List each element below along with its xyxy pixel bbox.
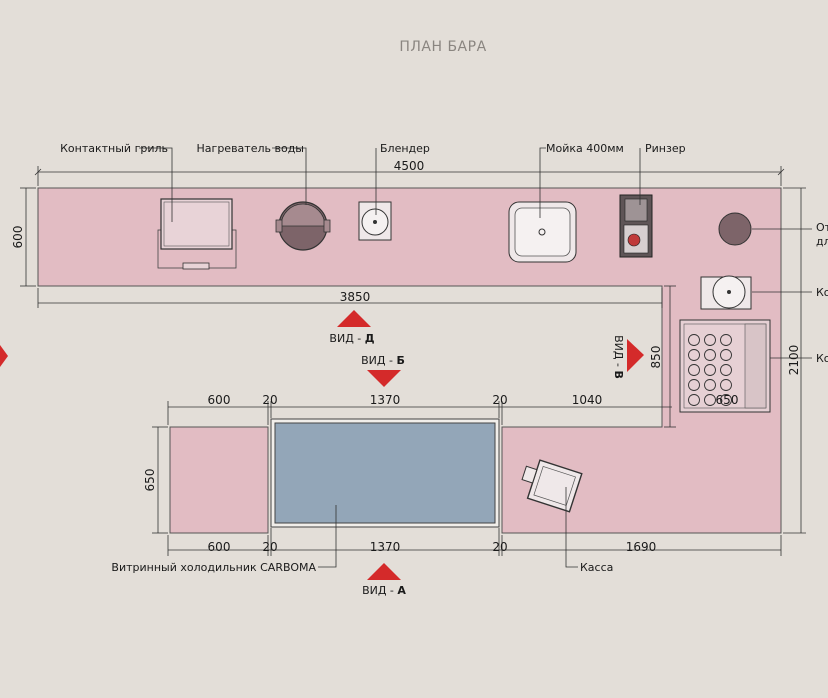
dim-gap-left-b: 20 xyxy=(262,540,277,554)
dim-bottom-left-b: 600 xyxy=(208,540,231,554)
dim-cube-inner: 650 xyxy=(716,393,739,407)
cooktop-cell xyxy=(704,394,716,406)
label-rinser: Ринзер xyxy=(645,142,686,155)
dim-fridge-width: 1370 xyxy=(370,393,401,407)
dim-bottom-left: 600 xyxy=(208,393,231,407)
dim-fridge-width-b: 1370 xyxy=(370,540,401,554)
cooktop-cell xyxy=(720,364,732,376)
cooktop-cell xyxy=(688,349,700,361)
label-right-mid: Ко xyxy=(816,286,828,299)
label-right-top-2: дл xyxy=(816,235,828,248)
dim-top-depth: 600 xyxy=(11,226,25,249)
dim-gap-right: 20 xyxy=(492,393,507,407)
dim-right-total: 2100 xyxy=(787,345,801,376)
rinser-icon xyxy=(619,194,653,258)
view-marker-v xyxy=(627,339,644,372)
view-label-v: ВИД - В xyxy=(612,335,625,379)
label-showcase-fridge: Витринный холодильник CARBOMA xyxy=(111,561,316,574)
label-sink: Мойка 400мм xyxy=(546,142,624,155)
cooktop-cell xyxy=(720,394,732,406)
dim-top-width: 4500 xyxy=(394,159,425,173)
cooktop-cell xyxy=(704,334,716,346)
view-label-b: ВИД - Б xyxy=(361,354,405,367)
cash-register-icon xyxy=(521,459,583,513)
cooktop-icon xyxy=(679,319,771,413)
contact-grill-icon xyxy=(157,198,237,270)
water-heater-icon xyxy=(275,201,331,251)
bar-counter xyxy=(37,187,782,534)
showcase-fridge xyxy=(270,418,500,528)
view-markers xyxy=(0,310,644,580)
cooktop-cell xyxy=(688,379,700,391)
blender-icon xyxy=(358,201,392,241)
label-water-heater: Нагреватель воды xyxy=(197,142,304,155)
sink-icon xyxy=(508,201,577,263)
right-appliance-icon xyxy=(700,275,752,310)
cooktop-cell xyxy=(704,349,716,361)
cooktop-cells xyxy=(688,334,732,406)
label-contact-grill: Контактный гриль xyxy=(60,142,168,155)
label-blender: Блендер xyxy=(380,142,430,155)
dim-inner-width: 3850 xyxy=(340,290,371,304)
leader-lines xyxy=(139,147,812,568)
view-label-d: ВИД - Д xyxy=(329,332,374,345)
dim-right-inner: 850 xyxy=(649,346,663,369)
view-label-a: ВИД - А xyxy=(362,584,406,597)
view-marker-b xyxy=(367,370,401,387)
round-appliance-icon xyxy=(718,212,752,246)
fridge-glass xyxy=(274,422,496,524)
label-cash-register: Касса xyxy=(580,561,613,574)
cooktop-cell xyxy=(720,349,732,361)
dim-gap-right-b: 20 xyxy=(492,540,507,554)
view-marker-left-edge xyxy=(0,345,8,367)
view-marker-d xyxy=(337,310,371,327)
label-right-top-1: От xyxy=(816,221,828,234)
cooktop-cell xyxy=(720,334,732,346)
dimension-lines xyxy=(20,166,806,556)
dim-bottom-right-top: 1040 xyxy=(572,393,603,407)
cooktop-cell xyxy=(720,379,732,391)
plan-title: ПЛАН БАРА xyxy=(399,39,486,55)
dim-bottom-right-b: 1690 xyxy=(626,540,657,554)
dim-gap-left: 20 xyxy=(262,393,277,407)
cooktop-cell xyxy=(688,394,700,406)
dim-bottom-depth: 650 xyxy=(143,469,157,492)
cooktop-cell xyxy=(688,334,700,346)
left-counter-block xyxy=(169,426,269,534)
main-counter-l-shape xyxy=(37,187,782,534)
cooktop-cell xyxy=(688,364,700,376)
cooktop-cell xyxy=(704,364,716,376)
view-marker-a xyxy=(367,563,401,580)
cooktop-cell xyxy=(704,379,716,391)
label-right-low: Ко xyxy=(816,352,828,365)
